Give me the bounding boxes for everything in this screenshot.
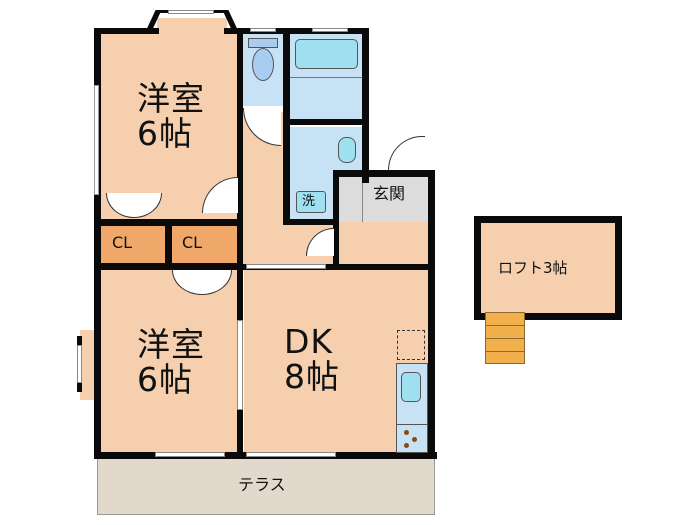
window [246, 264, 326, 269]
window [77, 345, 82, 383]
wall [237, 28, 367, 34]
bay-window-north [157, 18, 227, 38]
closet-2: CL [172, 226, 237, 263]
window [155, 452, 225, 457]
stove-burner [404, 443, 409, 448]
wall [333, 170, 435, 177]
wall [94, 28, 159, 34]
stair-step [485, 338, 525, 339]
wall [428, 177, 435, 459]
loft: ロフト3帖 [474, 216, 622, 320]
terrace: テラス [97, 458, 435, 515]
dining-kitchen-label: DK 8帖 [284, 322, 340, 396]
wall [283, 219, 338, 225]
closet-2-label: CL [182, 233, 203, 252]
room-size: 6帖 [137, 359, 193, 399]
sink [401, 372, 421, 402]
western-room-south [100, 270, 237, 452]
terrace-label: テラス [238, 475, 286, 494]
toilet-tank [248, 38, 278, 48]
stair-step [485, 325, 525, 326]
wall [94, 263, 242, 270]
wall [290, 119, 365, 125]
room-name: DK [284, 322, 334, 361]
entrance-floor [338, 177, 430, 222]
wall [362, 28, 369, 183]
washbasin [338, 137, 356, 163]
window [250, 28, 276, 32]
stove-burner [412, 437, 417, 442]
wall [237, 28, 243, 458]
entrance-step-divider [362, 177, 363, 222]
room-name: 洋室 [137, 325, 205, 364]
window [94, 85, 99, 195]
loft-label: ロフト3帖 [498, 259, 568, 277]
toilet-bowl [252, 48, 274, 81]
front-door[interactable] [388, 136, 425, 170]
room-name: 洋室 [137, 79, 205, 118]
room-size: 8帖 [284, 356, 340, 396]
wall [283, 28, 290, 224]
fridge-space [397, 330, 425, 360]
washer: 洗 [296, 191, 326, 213]
window [246, 452, 336, 457]
room-size: 6帖 [137, 113, 193, 153]
western-room-north-label: 洋室 6帖 [137, 79, 205, 153]
closet-1-label: CL [112, 233, 133, 252]
stair-step [485, 351, 525, 352]
stove-burner [404, 430, 409, 435]
wall [94, 268, 101, 458]
stove-divider [396, 424, 428, 425]
western-room-south-label: 洋室 6帖 [137, 325, 205, 399]
wall [333, 170, 339, 268]
window [237, 320, 243, 410]
entrance-label: 玄関 [373, 184, 406, 203]
closet-1: CL [100, 226, 165, 263]
window [168, 10, 214, 14]
bath-divider [290, 77, 362, 78]
washer-label: 洗 [302, 194, 316, 209]
wall [165, 219, 172, 269]
window [312, 28, 348, 32]
bathtub [295, 39, 358, 69]
